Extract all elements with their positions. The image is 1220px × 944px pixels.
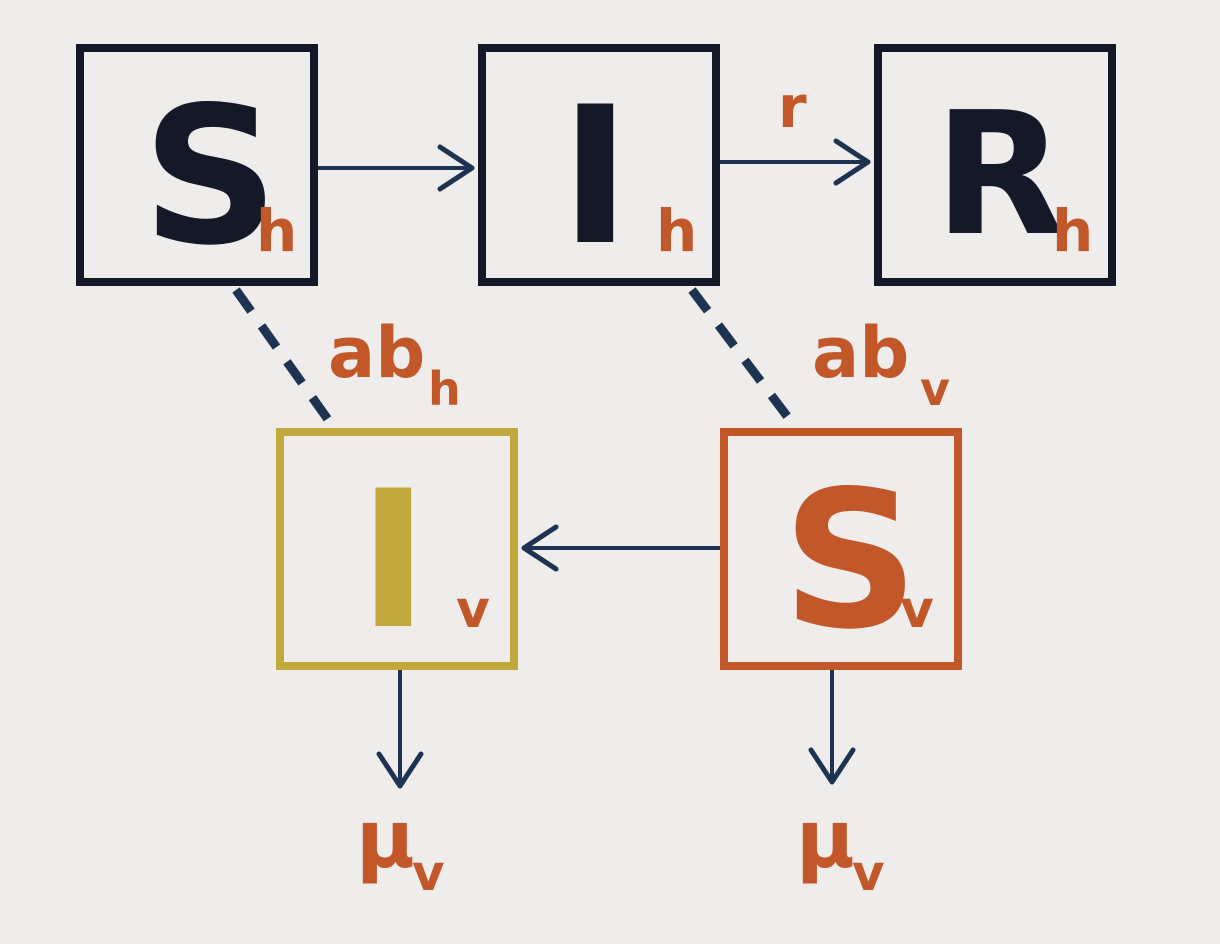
vector-infection-rate-subscript: v: [920, 362, 950, 416]
vector-infection-rate-label: ab: [812, 312, 910, 394]
host-infection-rate-subscript: h: [428, 362, 461, 416]
mortality-rate-label-susceptible-vector: μ: [796, 793, 855, 886]
compartment-susceptible-host: S h: [76, 44, 318, 286]
compartment-symbol: I: [560, 66, 631, 287]
mortality-rate-label-infected-vector: μ: [356, 793, 415, 886]
compartment-subscript: h: [656, 197, 698, 265]
compartment-subscript: v: [456, 580, 490, 640]
compartment-symbol: R: [934, 76, 1065, 274]
compartment-symbol: S: [142, 66, 279, 287]
compartment-symbol: I: [358, 450, 429, 671]
dashed-link-ih-sv: [688, 287, 800, 431]
compartment-recovered-host: R h: [874, 44, 1116, 286]
mortality-rate-subscript-infected-vector: v: [412, 844, 445, 902]
mortality-rate-subscript-susceptible-vector: v: [852, 844, 885, 902]
compartment-subscript: v: [900, 580, 934, 640]
compartment-infected-vector: I v: [276, 428, 518, 670]
compartment-subscript: h: [256, 197, 298, 265]
compartment-symbol: S: [782, 450, 919, 671]
dashed-link-sh-iv: [232, 287, 338, 431]
recovery-rate-label: r: [778, 73, 807, 141]
compartment-infected-host: I h: [478, 44, 720, 286]
compartment-subscript: h: [1052, 197, 1094, 265]
host-infection-rate-label: ab: [328, 312, 426, 394]
compartment-susceptible-vector: S v: [720, 428, 962, 670]
